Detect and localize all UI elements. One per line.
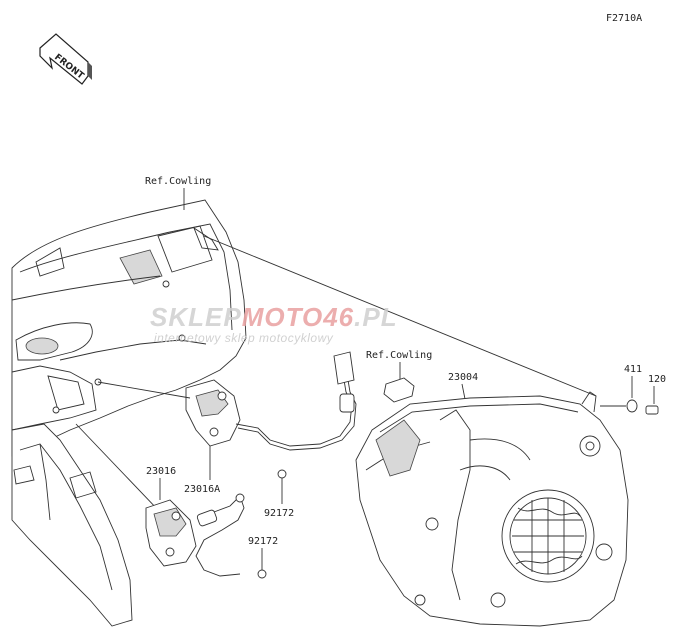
cowling-assembly (11, 199, 247, 627)
label-ref-cowling-mid: Ref.Cowling (366, 350, 432, 361)
watermark-tagline: internetowy sklep motocyklowy (154, 331, 334, 345)
watermark: SKLEPMOTO46.PL internetowy sklep motocyk… (150, 302, 398, 345)
bracket-23016 (145, 493, 245, 577)
bracket-23016A (185, 351, 357, 451)
watermark-brand-3: 46 (322, 302, 354, 332)
label-120: 120 (648, 374, 666, 385)
rubber-grommet (383, 377, 415, 403)
front-arrow-icon: FRONT (39, 33, 92, 85)
label-ref-cowling-top: Ref.Cowling (145, 176, 211, 187)
washer-411 (626, 399, 638, 413)
headlight-23004 (355, 391, 629, 627)
bolt-92172-upper (277, 469, 287, 504)
label-23016A: 23016A (184, 484, 220, 495)
watermark-brand-4: .PL (354, 302, 397, 332)
label-23004: 23004 (448, 372, 478, 383)
label-411: 411 (624, 364, 642, 375)
watermark-brand-1: SKLEP (150, 302, 242, 332)
svg-text:SKLEPMOTO46.PL: SKLEPMOTO46.PL (150, 302, 398, 332)
label-23016: 23016 (146, 466, 176, 477)
screw-120 (600, 405, 659, 415)
bolt-92172-lower (257, 548, 267, 579)
label-92172-lower: 92172 (248, 536, 278, 547)
watermark-brand-2: MOTO (242, 302, 324, 332)
lens (501, 489, 595, 583)
figure-code: F2710A (606, 13, 642, 24)
label-92172-upper: 92172 (264, 508, 294, 519)
